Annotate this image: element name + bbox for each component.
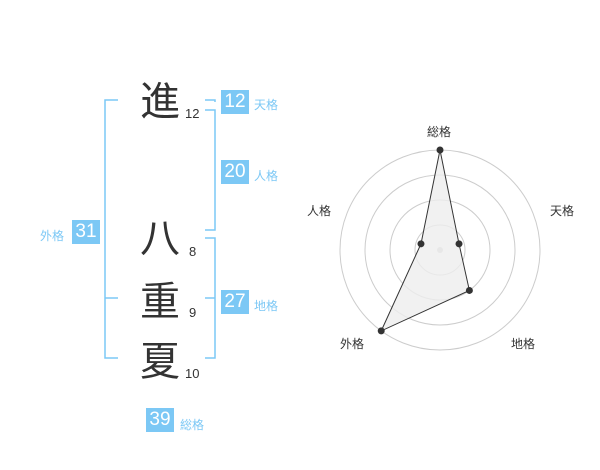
stroke-count-1: 12 <box>185 106 200 121</box>
name-char-4: 夏 <box>140 339 180 385</box>
radar-axis-label-gaikaku: 外格 <box>340 337 365 351</box>
soukaku-label: 総格 <box>180 418 205 432</box>
jinkaku-bracket <box>205 109 216 231</box>
radar-axis-label-soukaku: 総格 <box>427 125 452 139</box>
chikaku-label: 地格 <box>254 299 279 313</box>
radar-points <box>377 146 473 335</box>
radar-point-1 <box>455 240 463 248</box>
tenkaku-label: 天格 <box>254 98 279 112</box>
name-char-1: 進 <box>140 79 180 125</box>
radar-point-3 <box>377 327 385 335</box>
name-char-3: 重 <box>140 279 180 325</box>
tenkaku-score: 12 <box>221 90 249 114</box>
soukaku-score: 39 <box>146 408 174 432</box>
jinkaku-score: 20 <box>221 160 249 184</box>
chikaku-score: 27 <box>221 290 249 314</box>
radar-axis-label-jinkaku: 人格 <box>307 204 332 218</box>
name-char-2: 八 <box>140 216 180 262</box>
gaikaku-bracket <box>104 99 118 359</box>
radar-axis-label-chikaku: 地格 <box>511 337 536 351</box>
radar-point-4 <box>417 240 425 248</box>
radar-point-0 <box>436 146 444 154</box>
gaikaku-score: 31 <box>72 220 100 244</box>
stroke-count-3: 9 <box>189 305 197 320</box>
tenkaku-bracket <box>205 99 216 102</box>
stroke-count-4: 10 <box>185 366 200 381</box>
radar-axis-label-tenkaku: 天格 <box>550 204 575 218</box>
jinkaku-label: 人格 <box>254 169 279 183</box>
stroke-count-2: 8 <box>189 244 197 259</box>
radar-polygon <box>380 149 470 332</box>
gaikaku-label: 外格 <box>40 229 65 243</box>
radar-point-2 <box>465 286 473 294</box>
